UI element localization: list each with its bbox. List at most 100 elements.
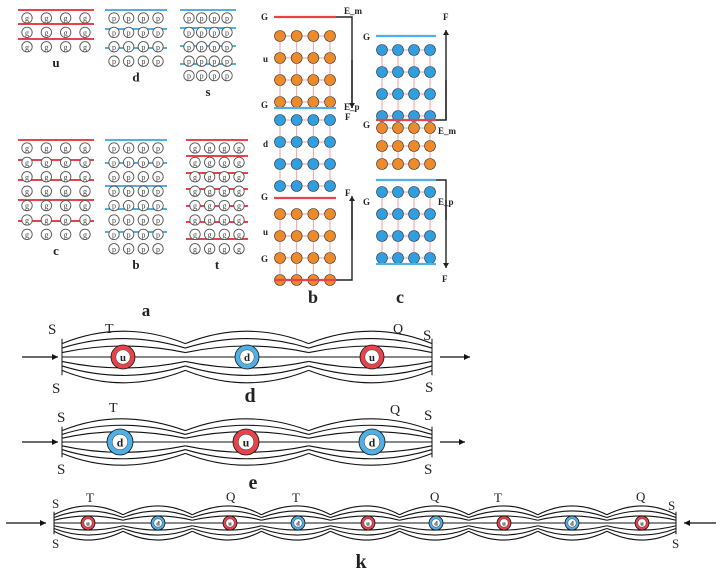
quark-cell-letter: p xyxy=(141,202,145,211)
field-line xyxy=(61,449,186,460)
field-line xyxy=(192,527,262,536)
quark-cell-letter: g xyxy=(64,230,68,239)
quark-cell-letter: p xyxy=(112,158,116,167)
quark-cell-letter: g xyxy=(25,28,29,37)
quark-cell-letter: g xyxy=(64,144,68,153)
baryon-dot xyxy=(324,230,336,242)
field-line xyxy=(191,530,262,541)
quark-cell-letter: g xyxy=(237,158,241,167)
baryon-dot xyxy=(307,96,320,108)
quark-cell xyxy=(21,185,33,197)
corner-label-S: S xyxy=(424,462,432,478)
quark-cell-letter: g xyxy=(237,144,241,153)
baryon-dot xyxy=(274,52,286,64)
lattice-block xyxy=(274,208,336,286)
quark-letter: u xyxy=(640,520,644,527)
baryon-dot xyxy=(307,114,320,126)
quark-cell-letter: p xyxy=(187,14,191,23)
baryon-dot xyxy=(307,158,320,170)
quark-cell xyxy=(189,228,201,241)
side-label: G xyxy=(261,12,268,22)
quark-cell xyxy=(108,142,120,154)
baryon-dot xyxy=(274,252,286,264)
quark-cell-letter: p xyxy=(141,245,145,254)
quark-cell xyxy=(123,55,135,67)
quark-letter: d xyxy=(570,520,574,527)
label-Q: Q xyxy=(226,489,236,504)
quark-grid-label: d xyxy=(132,70,140,85)
quark-letter: u xyxy=(366,520,370,527)
quark-cell-letter: p xyxy=(127,14,131,23)
field-line xyxy=(308,365,433,376)
quark-cell-letter: p xyxy=(141,57,145,66)
quark-letter: d xyxy=(369,437,376,450)
quark-cell-letter: g xyxy=(193,173,197,182)
quark-cell-letter: g xyxy=(222,158,226,167)
quark-grid-label: s xyxy=(205,84,210,99)
field-line xyxy=(261,505,331,516)
baryon-dot xyxy=(408,140,420,152)
quark-cell-letter: p xyxy=(127,173,131,182)
quark-cell xyxy=(189,142,201,154)
baryon-dot xyxy=(408,158,420,170)
quark-cell-letter: g xyxy=(64,28,68,37)
field-line xyxy=(122,510,193,519)
quark-cell-letter: g xyxy=(193,230,197,239)
quark-cell-letter: g xyxy=(44,144,48,153)
quark-cell xyxy=(108,41,120,53)
quark-cell-letter: g xyxy=(64,158,68,167)
quark-cell xyxy=(123,12,135,24)
flux-e-label: e xyxy=(249,472,258,494)
quark-cell-letter: g xyxy=(44,173,48,182)
baryon-dot xyxy=(424,186,436,198)
quark-cell xyxy=(196,26,208,39)
baryon-dot xyxy=(290,96,303,108)
force-label: E_m xyxy=(344,6,363,16)
quark-cell xyxy=(108,55,120,67)
quark-cell xyxy=(208,55,220,67)
baryon-dot xyxy=(307,180,320,192)
quark-cell xyxy=(189,156,201,169)
baryon-dot xyxy=(376,158,388,170)
quark-cell-letter: p xyxy=(212,28,216,37)
field-line xyxy=(53,505,124,516)
quark-cell-letter: g xyxy=(25,216,29,225)
quark-cell xyxy=(40,41,52,53)
quark-cell xyxy=(40,156,52,169)
arrow-head xyxy=(349,196,355,201)
corner-label-S: S xyxy=(668,498,675,513)
quark-cell-letter: g xyxy=(25,202,29,211)
quark-cell xyxy=(123,214,135,226)
quark-cell-letter: p xyxy=(141,230,145,239)
quark-cell xyxy=(137,228,149,241)
quark-cell xyxy=(79,12,91,24)
baryon-dot xyxy=(408,122,420,134)
quark-cell-letter: p xyxy=(156,43,160,52)
quark-cell xyxy=(183,26,195,39)
field-line xyxy=(468,510,538,519)
field-line xyxy=(185,369,309,384)
quark-cell-letter: g xyxy=(193,144,197,153)
field-line xyxy=(468,527,538,536)
corner-label-S: S xyxy=(423,328,431,344)
quark-cell xyxy=(108,26,120,39)
quark-cell xyxy=(79,171,91,183)
field-line xyxy=(537,510,608,519)
quark-cell-letter: p xyxy=(112,43,116,52)
force-label: E_p xyxy=(344,102,360,112)
field-line xyxy=(537,530,608,541)
field-line xyxy=(122,505,193,516)
quark-cell xyxy=(189,214,201,226)
quark-cell xyxy=(137,199,149,212)
quark-core xyxy=(239,349,255,365)
quark-cell-letter: p xyxy=(156,14,160,23)
quark-cell-letter: p xyxy=(156,173,160,182)
quark-cell xyxy=(218,156,230,169)
quark-cell-letter: g xyxy=(83,14,87,23)
baryon-dot xyxy=(376,66,388,78)
quark-cell xyxy=(40,214,52,226)
quark-cell xyxy=(189,185,201,197)
quark-cell xyxy=(123,243,135,255)
baryon-dot xyxy=(324,180,336,192)
